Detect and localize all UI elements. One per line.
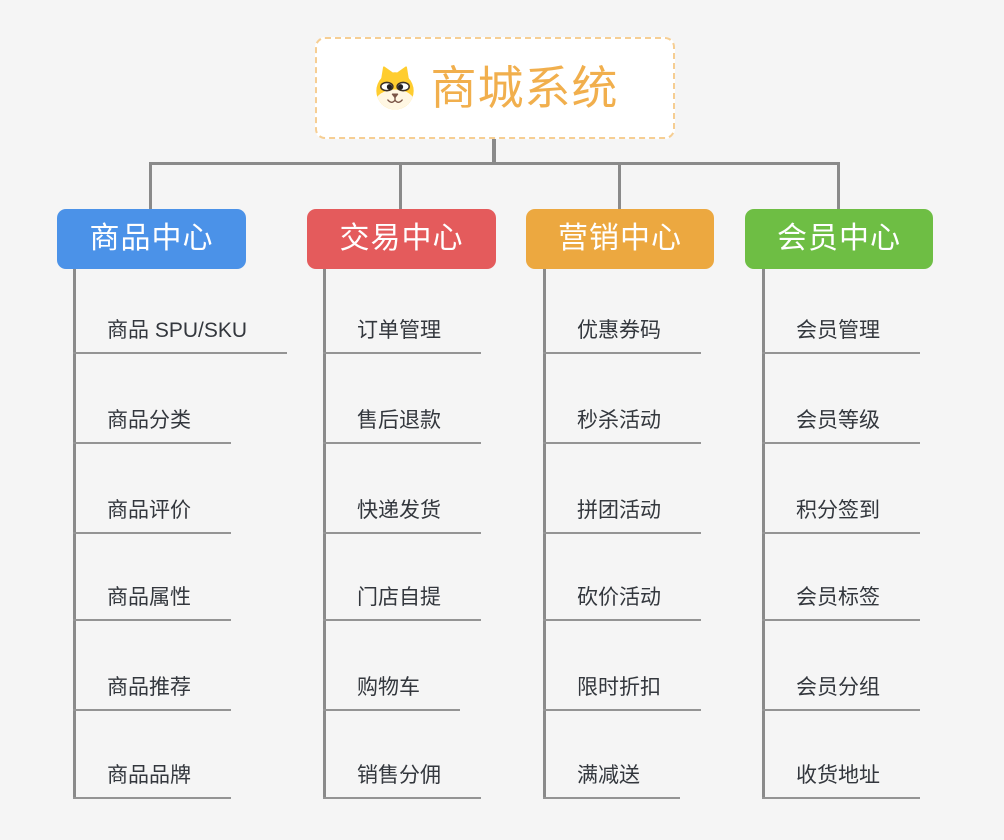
- leaf-item[interactable]: 门店自提: [323, 586, 481, 621]
- leaf-item[interactable]: 商品推荐: [73, 676, 231, 711]
- column-trade-center: 订单管理 售后退款 快递发货 门店自提 购物车 销售分佣: [323, 269, 481, 799]
- leaf-item[interactable]: 销售分佣: [323, 764, 481, 799]
- dog-face-icon: [372, 65, 418, 111]
- column-member-center: 会员管理 会员等级 积分签到 会员标签 会员分组 收货地址: [762, 269, 920, 799]
- column-product-center: 商品 SPU/SKU 商品分类 商品评价 商品属性 商品推荐 商品品牌: [73, 269, 288, 799]
- leaf-item[interactable]: 满减送: [543, 764, 680, 799]
- leaf-item[interactable]: 商品属性: [73, 586, 231, 621]
- leaf-item[interactable]: 优惠券码: [543, 319, 701, 354]
- leaf-item[interactable]: 商品分类: [73, 409, 231, 444]
- column-marketing-center: 优惠券码 秒杀活动 拼团活动 砍价活动 限时折扣 满减送: [543, 269, 701, 799]
- branch-header-marketing-center[interactable]: 营销中心: [526, 209, 714, 269]
- leaf-item[interactable]: 会员标签: [762, 586, 920, 621]
- leaf-item[interactable]: 售后退款: [323, 409, 481, 444]
- branch-header-member-center[interactable]: 会员中心: [745, 209, 933, 269]
- leaf-item[interactable]: 会员管理: [762, 319, 920, 354]
- leaf-item[interactable]: 会员分组: [762, 676, 920, 711]
- connector-drop-member: [837, 162, 840, 209]
- connector-drop-trade: [399, 162, 402, 209]
- leaf-item[interactable]: 商品品牌: [73, 764, 231, 799]
- leaf-item[interactable]: 秒杀活动: [543, 409, 701, 444]
- root-title: 商城系统: [430, 62, 619, 114]
- leaf-item[interactable]: 限时折扣: [543, 676, 701, 711]
- connector-root-drop: [492, 139, 496, 163]
- leaf-item[interactable]: 订单管理: [323, 319, 481, 354]
- root-node[interactable]: 商城系统: [315, 37, 675, 139]
- leaf-item[interactable]: 拼团活动: [543, 499, 701, 534]
- leaf-item[interactable]: 购物车: [323, 676, 460, 711]
- connector-drop-marketing: [618, 162, 621, 209]
- branch-header-product-center[interactable]: 商品中心: [57, 209, 246, 269]
- connector-horizontal: [150, 162, 839, 165]
- leaf-item[interactable]: 商品 SPU/SKU: [73, 319, 288, 354]
- connector-drop-product: [149, 162, 152, 209]
- leaf-item[interactable]: 砍价活动: [543, 586, 701, 621]
- leaf-item[interactable]: 商品评价: [73, 499, 231, 534]
- leaf-item[interactable]: 会员等级: [762, 409, 920, 444]
- branch-header-trade-center[interactable]: 交易中心: [307, 209, 496, 269]
- leaf-item[interactable]: 收货地址: [762, 764, 920, 799]
- leaf-item[interactable]: 快递发货: [323, 499, 481, 534]
- leaf-item[interactable]: 积分签到: [762, 499, 920, 534]
